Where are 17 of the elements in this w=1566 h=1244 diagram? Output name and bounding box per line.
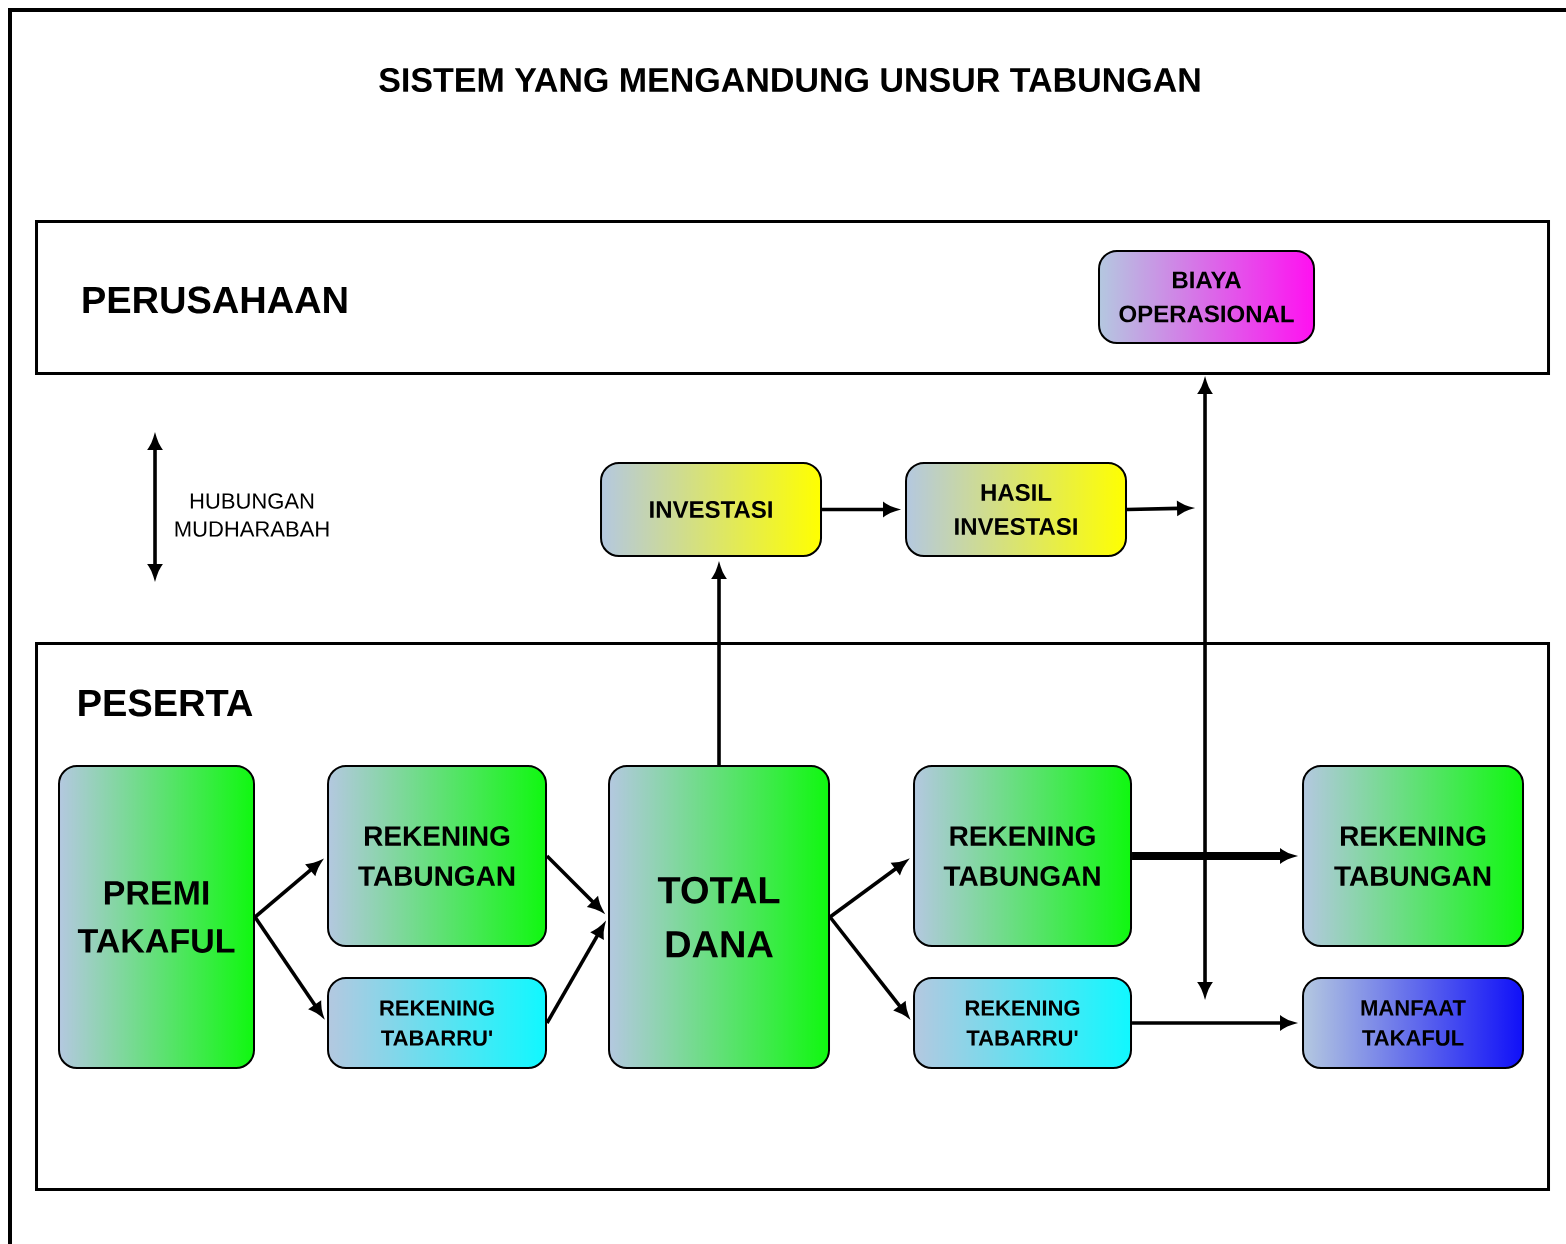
rounded-box: REKENING TABUNGAN [913, 765, 1132, 947]
arrow [545, 854, 603, 912]
rounded-box: REKENING TABUNGAN [1302, 765, 1524, 947]
rounded-box: TOTAL DANA [608, 765, 830, 1069]
rounded-box: PREMI TAKAFUL [58, 765, 255, 1069]
arrow [253, 860, 321, 919]
arrow [828, 915, 909, 1017]
rounded-box: REKENING TABUNGAN [327, 765, 547, 947]
rounded-box: INVESTASI [600, 462, 822, 557]
arrow [253, 916, 323, 1017]
rounded-box: REKENING TABARRU' [913, 977, 1132, 1069]
rounded-box: REKENING TABARRU' [327, 977, 547, 1069]
title: SISTEM YANG MENGANDUNG UNSUR TABUNGAN [379, 67, 1200, 93]
edge-label: HUBUNGAN MUDHARABAH [175, 493, 329, 537]
rounded-box: MANFAAT TAKAFUL [1302, 977, 1524, 1069]
rounded-box: BIAYA OPERASIONAL [1098, 250, 1315, 344]
rounded-box: HASIL INVESTASI [905, 462, 1127, 557]
